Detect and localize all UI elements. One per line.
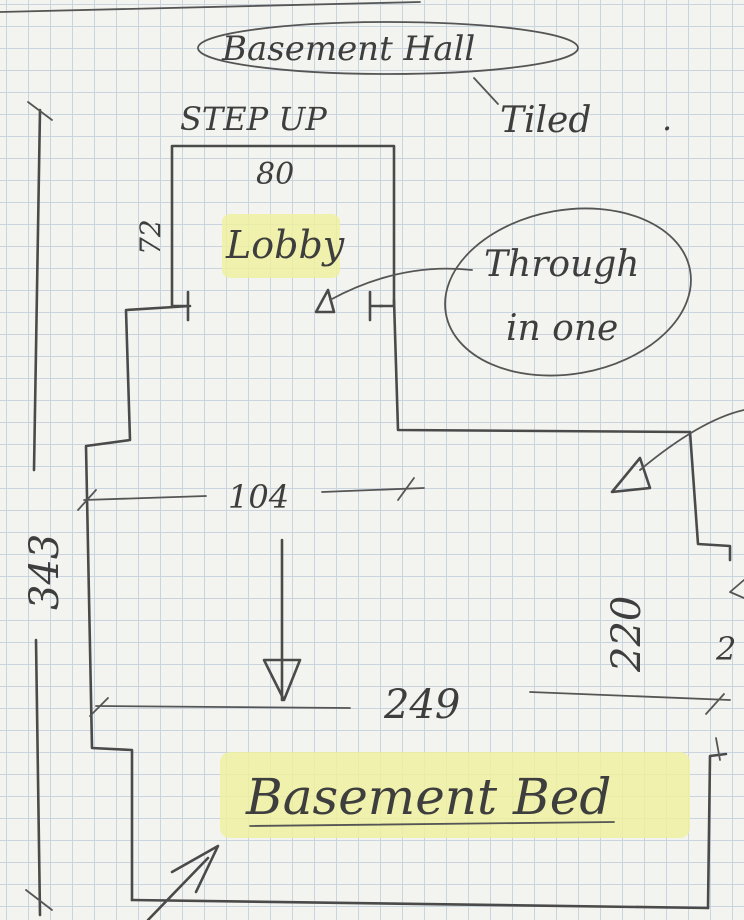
entry-arrow-shaft xyxy=(146,856,210,920)
lobby-name-label: Lobby xyxy=(225,223,345,267)
dimension-104-tick-right xyxy=(397,477,415,501)
room-arrow-triangle xyxy=(610,456,652,494)
edge-fragment-label: 2 xyxy=(715,630,736,668)
dimension-249-left-line xyxy=(95,705,351,709)
room-arrow-pointer xyxy=(639,409,744,471)
through-note-bubble xyxy=(444,207,692,377)
entry-arrow-head xyxy=(170,844,220,894)
dimension-343-line-lower xyxy=(34,638,42,917)
dimension-343-label: 343 xyxy=(22,534,68,610)
lobby-door-jamb-right xyxy=(368,290,384,322)
room-name-underline xyxy=(249,821,615,827)
tiled-pointer-line xyxy=(473,77,499,105)
edge-arrow-fragment xyxy=(729,579,744,599)
dimension-343-tick-top xyxy=(27,101,53,121)
dimension-104-tick-left xyxy=(77,489,97,511)
dimension-249-right-line xyxy=(529,691,731,701)
through-note-line2: in one xyxy=(506,308,618,349)
lobby-depth-label: 72 xyxy=(134,219,167,255)
dimension-343-line-upper xyxy=(32,108,42,472)
lobby-highlight xyxy=(222,214,340,278)
hall-title-text: Basement Hall xyxy=(221,29,475,69)
room-bottom-wall xyxy=(130,898,710,910)
dimension-249-tick-left xyxy=(89,697,109,717)
room-right-wall-lower xyxy=(706,752,728,910)
step-up-text: STEP UP xyxy=(180,100,327,138)
through-note-line1: Through xyxy=(484,244,640,285)
paper-edge-line xyxy=(0,1,421,13)
right-wall-upper xyxy=(392,298,692,434)
tiled-note-text: Tiled xyxy=(500,100,591,141)
lobby-width-label: 80 xyxy=(256,157,294,192)
dimension-343-tick-bottom xyxy=(25,889,53,911)
dimension-104-right-line xyxy=(321,487,425,493)
room-name-highlight xyxy=(220,752,690,838)
tiled-period: . xyxy=(662,100,672,138)
room-left-walls xyxy=(84,304,192,902)
room-right-wall-step xyxy=(688,430,732,562)
dimension-104-label: 104 xyxy=(228,478,289,516)
lobby-arrow-triangle xyxy=(314,288,336,314)
dimension-249-label: 249 xyxy=(383,682,460,728)
hall-title-oval xyxy=(197,21,579,75)
right-door-mark xyxy=(715,737,721,761)
down-arrow-head xyxy=(262,658,302,702)
room-name-label: Basement Bed xyxy=(245,768,611,826)
dimension-220-label: 220 xyxy=(604,596,650,673)
dimension-249-tick-right xyxy=(705,693,725,715)
dimension-104-left-line xyxy=(83,495,207,501)
lobby-arrow-pointer xyxy=(329,267,473,301)
